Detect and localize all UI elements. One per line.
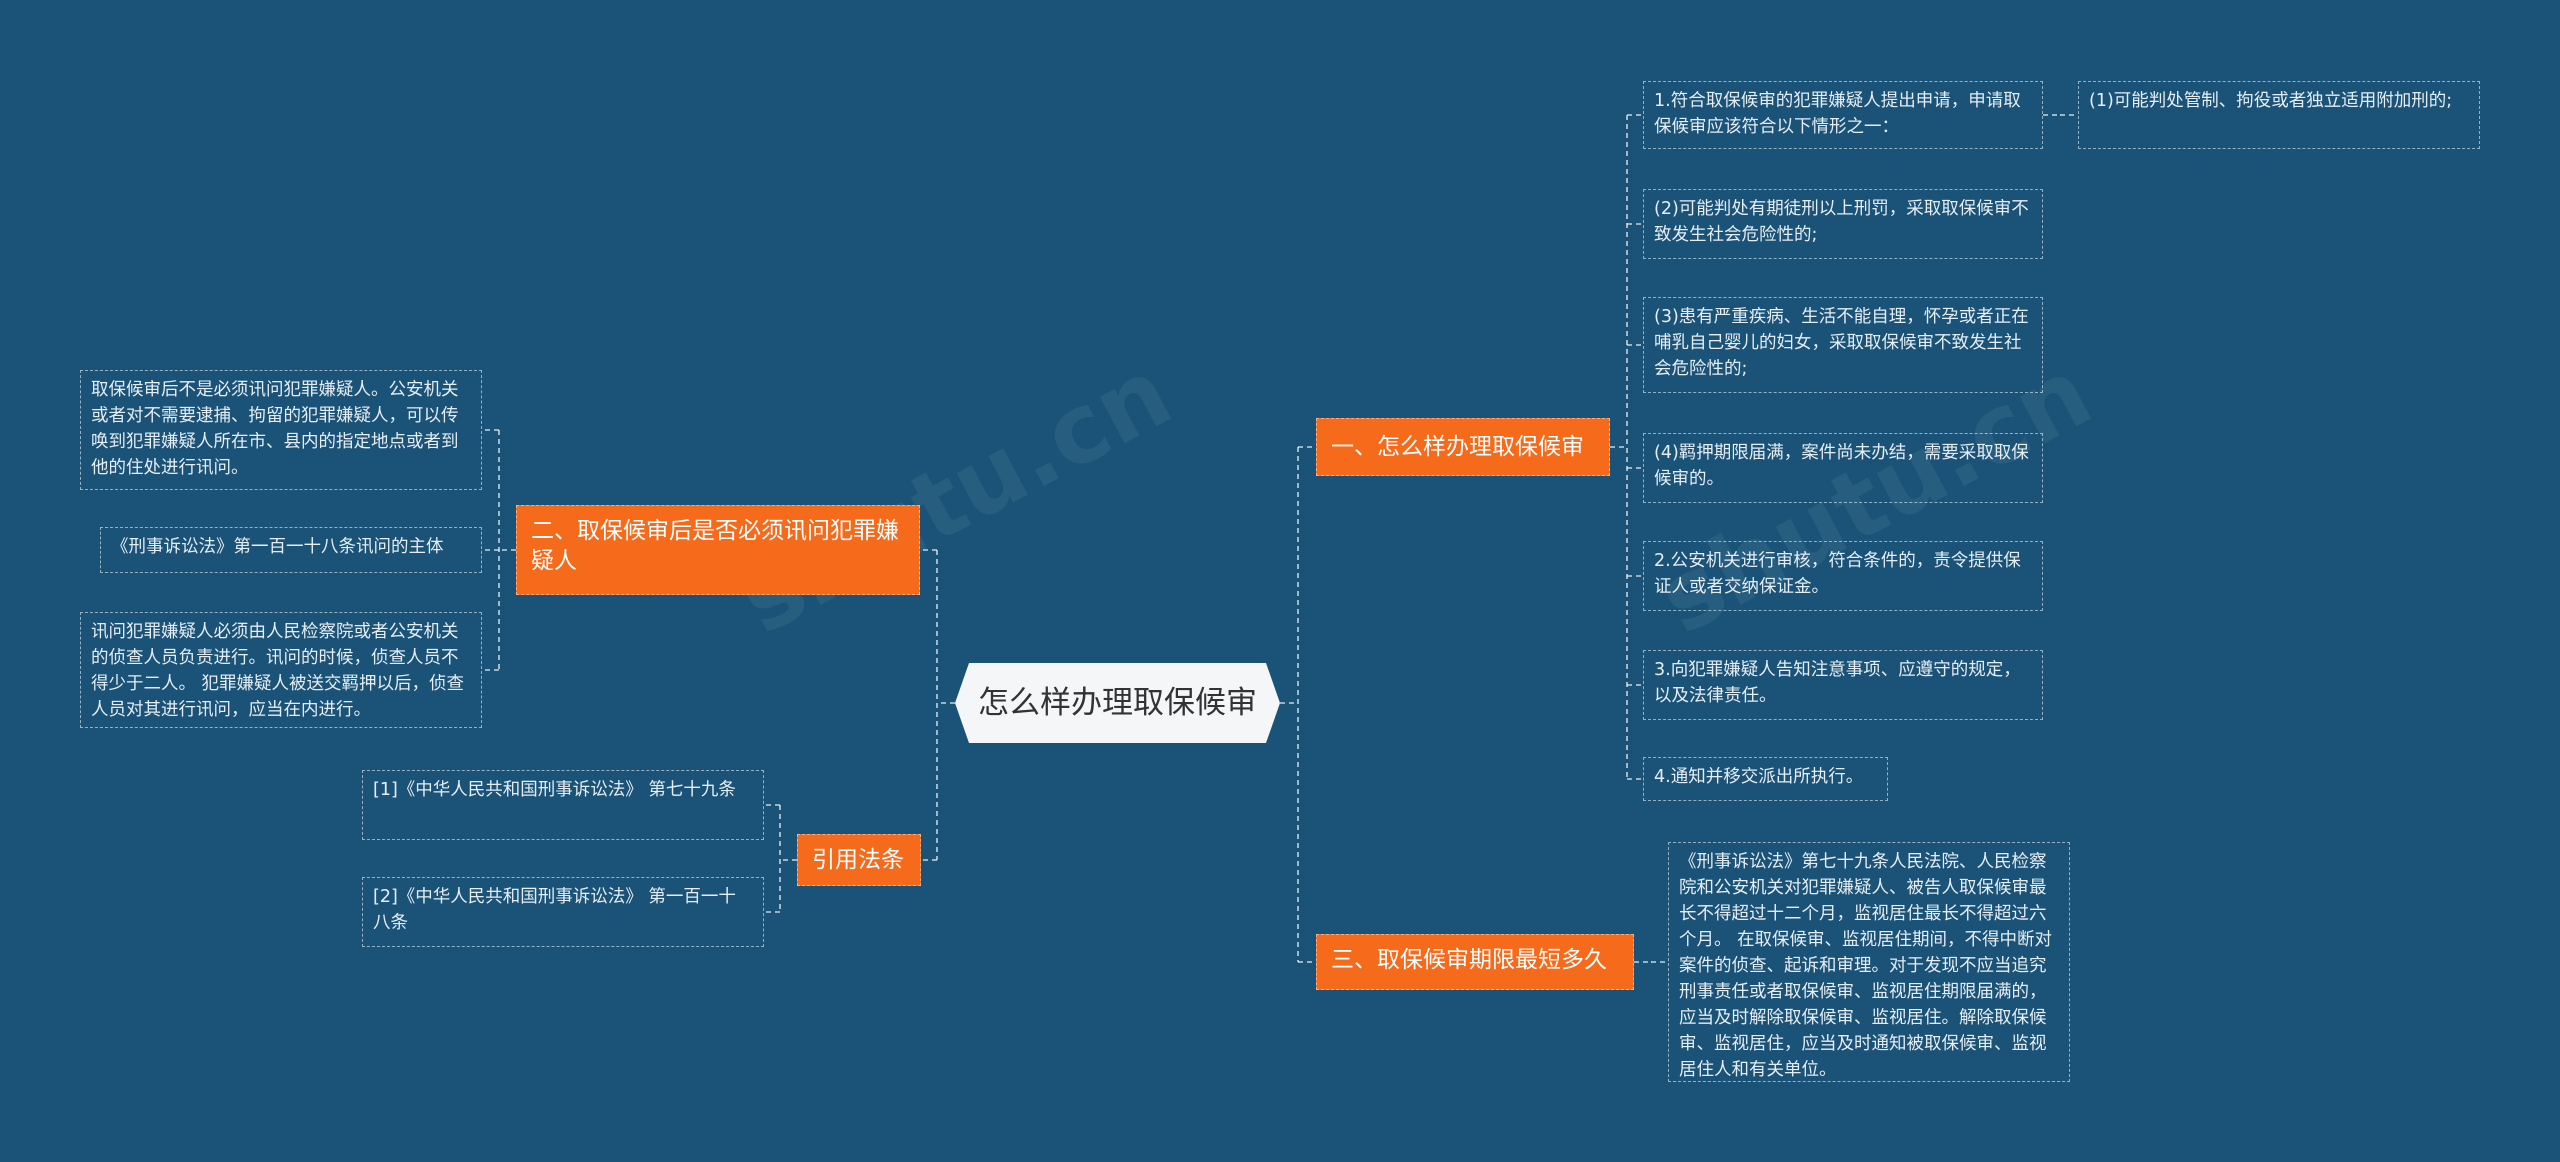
leaf-interrogation-answer[interactable]: 取保候审后不是必须讯问犯罪嫌疑人。公安机关或者对不需要逮捕、拘留的犯罪嫌疑人，可… [80,370,482,490]
root-topic[interactable]: 怎么样办理取保候审 [955,663,1280,743]
leaf-cited-law-2[interactable]: [2]《中华人民共和国刑事诉讼法》 第一百一十八条 [362,877,764,947]
leaf-step-3[interactable]: 3.向犯罪嫌疑人告知注意事项、应遵守的规定，以及法律责任。 [1643,650,2043,720]
branch-duration[interactable]: 三、取保候审期限最短多久 [1316,934,1634,990]
leaf-condition-1[interactable]: (1)可能判处管制、拘役或者独立适用附加刑的; [2078,81,2480,149]
leaf-interrogation-subject[interactable]: 讯问犯罪嫌疑人必须由人民检察院或者公安机关的侦查人员负责进行。讯问的时候，侦查人… [80,612,482,728]
leaf-condition-4[interactable]: (4)羁押期限届满，案件尚未办结，需要采取取保候审的。 [1643,433,2043,503]
leaf-step-2[interactable]: 2.公安机关进行审核，符合条件的，责令提供保证人或者交纳保证金。 [1643,541,2043,611]
leaf-condition-2[interactable]: (2)可能判处有期徒刑以上刑罚，采取取保候审不致发生社会危险性的; [1643,189,2043,259]
branch-how-to-apply[interactable]: 一、怎么样办理取保候审 [1316,418,1610,476]
leaf-duration-detail[interactable]: 《刑事诉讼法》第七十九条人民法院、人民检察院和公安机关对犯罪嫌疑人、被告人取保候… [1668,842,2070,1082]
leaf-cited-law-1[interactable]: [1]《中华人民共和国刑事诉讼法》 第七十九条 [362,770,764,840]
leaf-condition-3[interactable]: (3)患有严重疾病、生活不能自理，怀孕或者正在哺乳自己婴儿的妇女，采取取保候审不… [1643,297,2043,393]
branch-interrogation[interactable]: 二、取保候审后是否必须讯问犯罪嫌疑人 [516,505,920,595]
branch-cited-laws[interactable]: 引用法条 [797,834,921,886]
leaf-step-1[interactable]: 1.符合取保候审的犯罪嫌疑人提出申请，申请取保候审应该符合以下情形之一： [1643,81,2043,149]
leaf-interrogation-law[interactable]: 《刑事诉讼法》第一百一十八条讯问的主体 [100,527,482,573]
leaf-step-4[interactable]: 4.通知并移交派出所执行。 [1643,757,1888,801]
watermark: shutu.cn [721,336,1189,656]
